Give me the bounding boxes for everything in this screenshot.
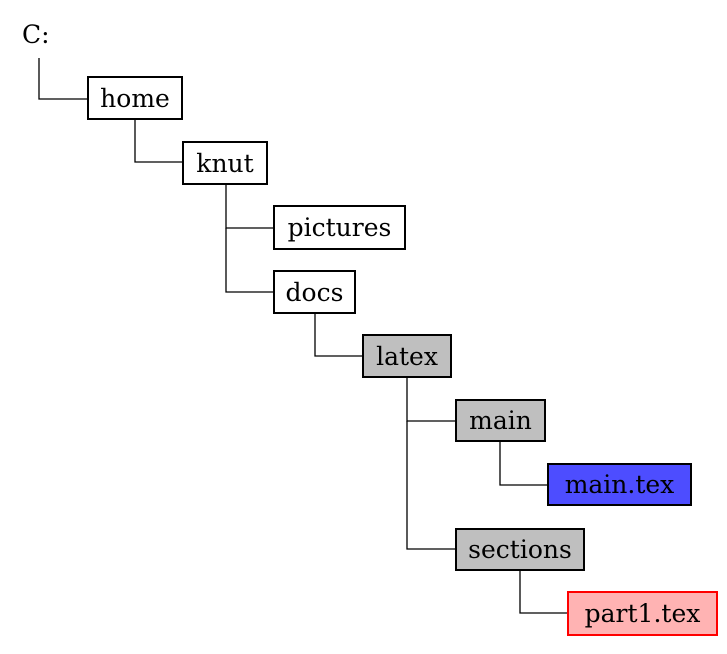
folder-docs[interactable]: docs — [273, 270, 356, 314]
file-main-tex[interactable]: main.tex — [547, 463, 692, 506]
connector-main-maintex — [499, 442, 547, 486]
connector-docs-latex — [314, 314, 362, 357]
connector-home-knut — [134, 120, 182, 163]
folder-sections[interactable]: sections — [455, 528, 585, 571]
folder-main[interactable]: main — [455, 399, 546, 442]
connector-root-home — [38, 58, 87, 100]
folder-home[interactable]: home — [87, 76, 183, 120]
connector-knut-pictures — [225, 185, 273, 229]
folder-latex[interactable]: latex — [362, 334, 452, 378]
root-drive-label: C: — [22, 20, 50, 49]
file-part1-tex[interactable]: part1.tex — [567, 591, 718, 636]
connector-sections-part1 — [519, 571, 567, 614]
connector-latex-main — [406, 378, 455, 422]
connector-knut-docs — [225, 228, 273, 293]
folder-knut[interactable]: knut — [182, 141, 268, 185]
connector-latex-sections — [406, 421, 455, 550]
folder-pictures[interactable]: pictures — [273, 205, 406, 250]
